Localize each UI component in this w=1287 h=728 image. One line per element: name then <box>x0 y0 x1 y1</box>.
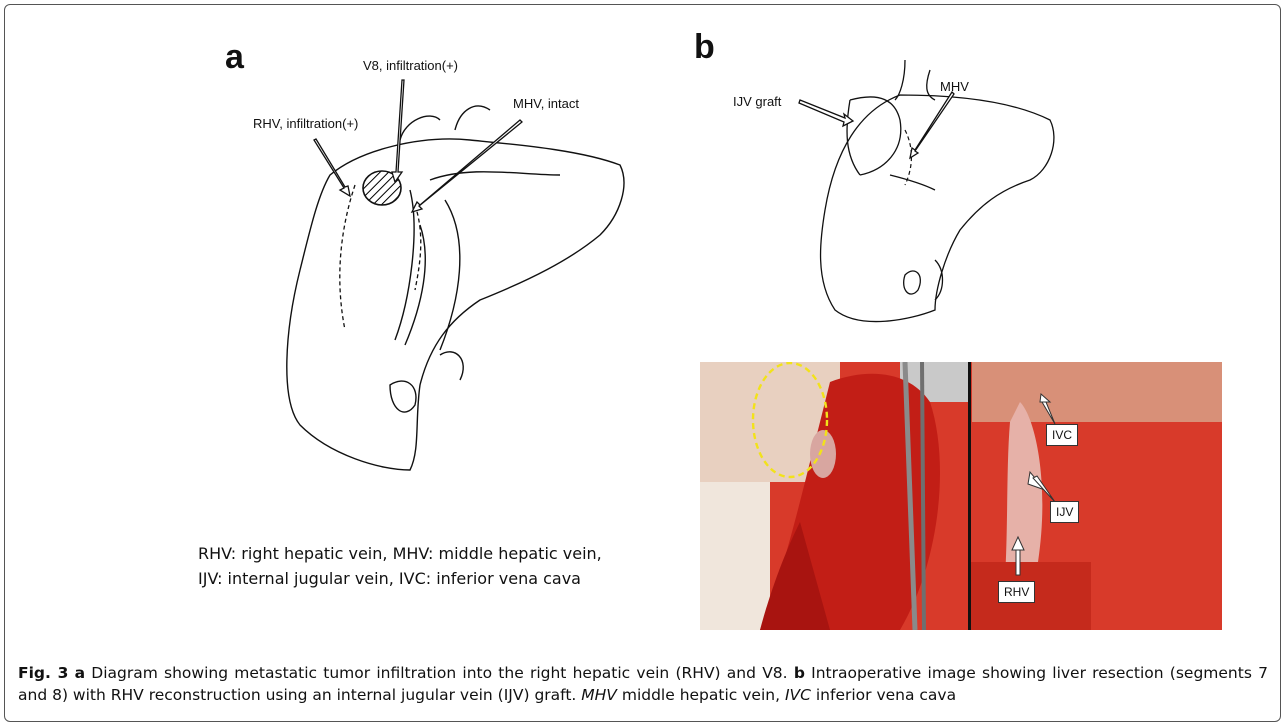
photo-label-ivc: IVC <box>1046 424 1078 446</box>
caption-ivc-text: inferior vena cava <box>811 686 956 704</box>
caption-text-a: Diagram showing metastatic tumor infiltr… <box>85 664 794 682</box>
caption-fig-label: Fig. 3 <box>18 664 68 682</box>
photo-illustration <box>700 362 1222 630</box>
arrows-b <box>799 92 954 158</box>
legend-line-2: IJV: internal jugular vein, IVC: inferio… <box>198 566 602 591</box>
caption-mhv-text: middle hepatic vein, <box>617 686 785 704</box>
photo-label-rhv: RHV <box>998 581 1035 603</box>
photo-label-ijv: IJV <box>1050 501 1079 523</box>
intraoperative-photo: IVC IJV RHV <box>700 362 1222 630</box>
legend-line-1: RHV: right hepatic vein, MHV: middle hep… <box>198 541 602 566</box>
abbreviation-legend: RHV: right hepatic vein, MHV: middle hep… <box>198 541 602 591</box>
label-mhv: MHV <box>940 79 969 94</box>
caption-ivc-abbr: IVC <box>785 686 811 704</box>
liver-outline-b <box>821 60 1054 322</box>
caption-mhv-abbr: MHV <box>581 686 617 704</box>
figure-caption: Fig. 3 a Diagram showing metastatic tumo… <box>18 662 1268 706</box>
caption-panel-b: b <box>794 664 805 682</box>
label-ijv-graft: IJV graft <box>733 94 781 109</box>
caption-panel-a: a <box>75 664 85 682</box>
